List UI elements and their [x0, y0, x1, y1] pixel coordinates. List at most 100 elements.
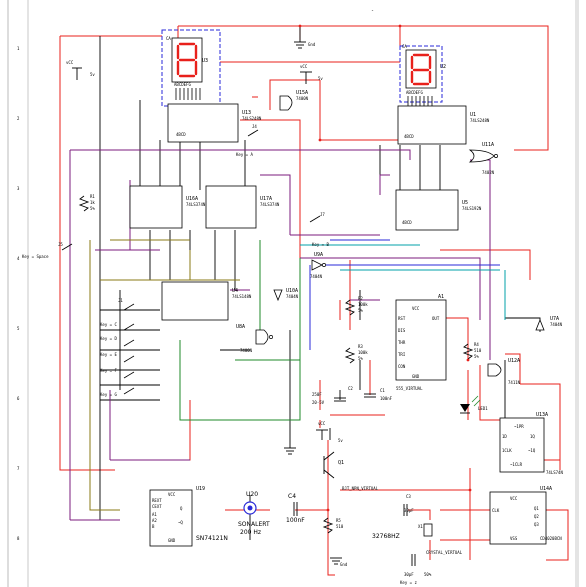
chip-u16a: U16A 74LS374N — [129, 185, 206, 229]
resistor-r5: R5 510 — [322, 517, 344, 534]
display-right: CA ABCDEFG U2 — [399, 44, 446, 106]
u16a-ref: U16A — [186, 196, 198, 202]
j1-label: J1 — [118, 298, 123, 303]
resistor-r2: R2 100k 5% — [344, 296, 368, 316]
crystal-x1: 32768HZ CRYSTAL_VIRTUAL X1 Key = z — [372, 523, 463, 585]
u11a-part: 7402N — [482, 170, 495, 175]
u12a-ref: U12A — [508, 358, 520, 364]
pin-555-out: OUT — [432, 316, 440, 321]
u15a-ref: U15A — [296, 90, 308, 96]
r1-label: R1 — [90, 194, 95, 199]
u17a-ref: U17A — [260, 196, 272, 202]
switch-j7[interactable]: J7 Key = B — [309, 212, 329, 247]
pin-74121-a1: A1 — [152, 512, 157, 517]
capacitor-c1: C1 100nF — [364, 388, 393, 401]
c-low-value: 30pF — [404, 572, 414, 577]
r3-label: R3 — [358, 344, 363, 349]
switch-j4[interactable]: J4 Key = A — [236, 124, 259, 157]
pin-74121-b: B — [152, 524, 155, 529]
resistor-r1: R1 1k 5% — [78, 194, 95, 212]
u17a-part: 74LS374N — [260, 202, 280, 207]
r3-tolerance: 5% — [358, 356, 363, 361]
u9a-part: 7404N — [310, 274, 323, 279]
chip-u4: U4 74LS148N — [161, 281, 252, 321]
u13-ref: U13 — [242, 110, 251, 116]
gate-u15a: U15A 7400N — [279, 90, 309, 111]
c1-value: 100nF — [380, 396, 393, 401]
u5-ref: U5 — [462, 200, 468, 206]
pin-74121-q: Q — [180, 506, 183, 511]
pin-555-tri: TRI — [398, 352, 406, 357]
j5-label: J5 — [58, 242, 63, 247]
pin-74121-a2: A2 — [152, 518, 157, 523]
chip-u13: 4BCD U13 74LS248N — [167, 103, 262, 143]
u4-ref: U4 — [232, 288, 238, 294]
pin-ff-clr: ~1CLR — [510, 462, 523, 467]
u14a-part: CD4020BCN — [540, 536, 562, 541]
u10a-part: 7404N — [286, 294, 299, 299]
v5-label-left: 5v — [90, 72, 95, 77]
r2-label: R2 — [358, 296, 363, 301]
switch-bank-left[interactable]: J1 Key = C Key = D Key = E Key = F Key =… — [100, 298, 135, 397]
u13a-ref: U13A — [536, 412, 548, 418]
vcc-label-left: vCC — [66, 60, 74, 65]
r5-value: 510 — [336, 524, 344, 529]
pin-555-con: CON — [398, 364, 406, 369]
capacitor-c3: C3 30pF — [403, 494, 414, 516]
pin-555-gnd: GND — [412, 374, 420, 379]
cap-note2-label: 20-5V — [312, 400, 325, 405]
u19-part: SN74121N — [196, 535, 228, 542]
transistor-q1: Q1 BJT_NPN_VIRTUAL — [323, 451, 379, 491]
led-label: LED1 — [478, 406, 488, 411]
svg-text:4BCD: 4BCD — [176, 132, 186, 137]
junction-dots — [298, 24, 472, 512]
u1-part: 74LS248N — [470, 118, 490, 123]
c4-label: C4 — [288, 493, 296, 500]
r1-value: 1k — [90, 200, 95, 205]
ruler-mark-5: 5 — [17, 326, 20, 331]
vcc-label-bottom: vCC — [318, 421, 326, 426]
v5-label-bottom: 5v — [338, 438, 343, 443]
crystal-ref-label: X1 — [418, 524, 423, 529]
u14a-ref: U14A — [540, 486, 552, 492]
vcc-label-mid: vCC — [300, 64, 308, 69]
r4-label: R4 — [474, 342, 479, 347]
buzzer-u20: U20 SONALERT 200 Hz — [238, 491, 270, 536]
u9a-ref: U9A — [314, 252, 323, 258]
u7a-part: 7404N — [550, 322, 563, 327]
u1-ref: U1 — [470, 112, 476, 118]
c4-value: 100nF — [286, 517, 305, 524]
crystal-key-label: Key = z — [400, 580, 417, 585]
q1-model-label: BJT_NPN_VIRTUAL — [342, 486, 379, 491]
ruler-mark-3: 3 — [17, 186, 20, 191]
r4-value: 510 — [474, 348, 482, 353]
r5-label: R5 — [336, 518, 341, 523]
pin-4020-clk: CLK — [492, 508, 500, 513]
pin-4020-vss: VSS — [510, 536, 518, 541]
u12a-part: 7411N — [508, 380, 521, 385]
c3-label: C3 — [406, 494, 411, 499]
c3-value: 30pF — [404, 508, 414, 513]
u20-ref: U20 — [246, 491, 258, 498]
key-b-label: Key = B — [312, 242, 329, 247]
top-mark: - — [371, 8, 374, 14]
pin-555-rst: RST — [398, 316, 406, 321]
u8a-part: 7400N — [240, 348, 253, 353]
switch-j5[interactable]: J5 Key = Space — [22, 242, 73, 259]
u7a-ref: U7A — [550, 316, 559, 322]
a1-part: 555_VIRTUAL — [396, 386, 423, 391]
crystal-model-label: CRYSTAL_VIRTUAL — [426, 550, 463, 555]
u13-part: 74LS248N — [242, 116, 262, 121]
wires — [59, 25, 569, 576]
cap-note-label: 250F — [312, 392, 322, 397]
svg-text:4BCD: 4BCD — [404, 134, 414, 139]
r4-tolerance: 5% — [474, 354, 479, 359]
u20-freq: 200 Hz — [240, 529, 261, 536]
key-g-label: Key = G — [100, 392, 117, 397]
u8a-ref: U8A — [236, 324, 245, 330]
chip-u14a: U14A VCC VSS Q1 Q2 Q3 CLK CD4020BCN — [489, 486, 562, 545]
u10a-ref: U10A — [286, 288, 298, 294]
r1-tolerance: 5% — [90, 206, 95, 211]
u20-part: SONALERT — [238, 521, 270, 528]
q1-label: Q1 — [338, 460, 344, 466]
